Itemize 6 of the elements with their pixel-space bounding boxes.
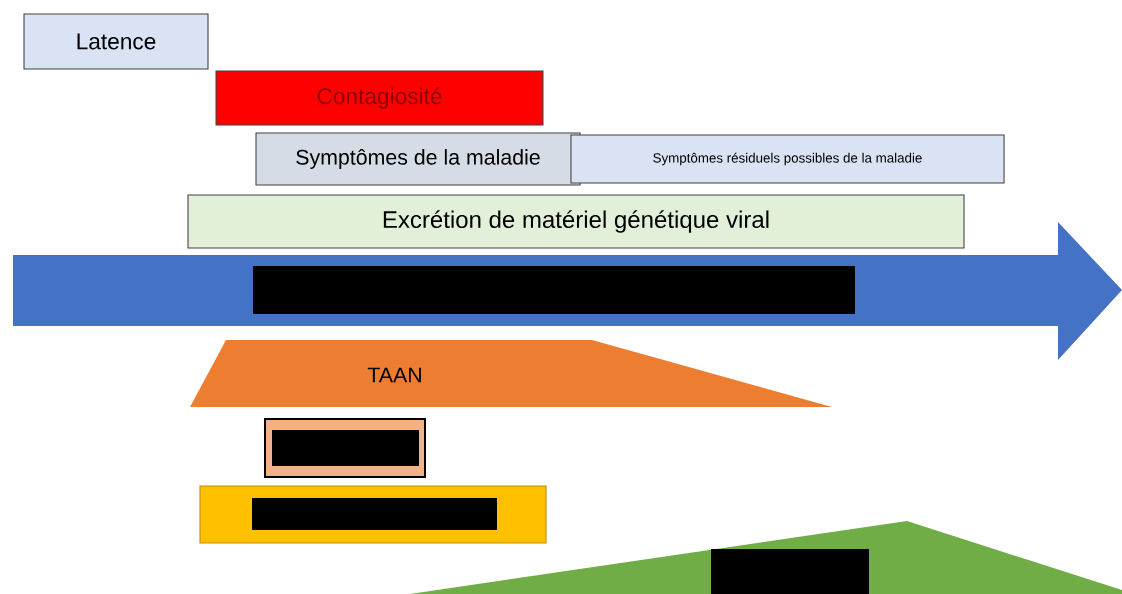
label-box: Excrétion de matériel génétique viral <box>187 194 965 249</box>
label-box: Symptômes résiduels possibles de la maladie <box>570 134 1005 184</box>
label-box: Contagiosité <box>215 70 544 126</box>
label-box: Symptômes de la maladie <box>255 132 581 186</box>
label-box: Latence <box>23 13 209 70</box>
trapezoid-band: TAAN <box>190 340 832 407</box>
